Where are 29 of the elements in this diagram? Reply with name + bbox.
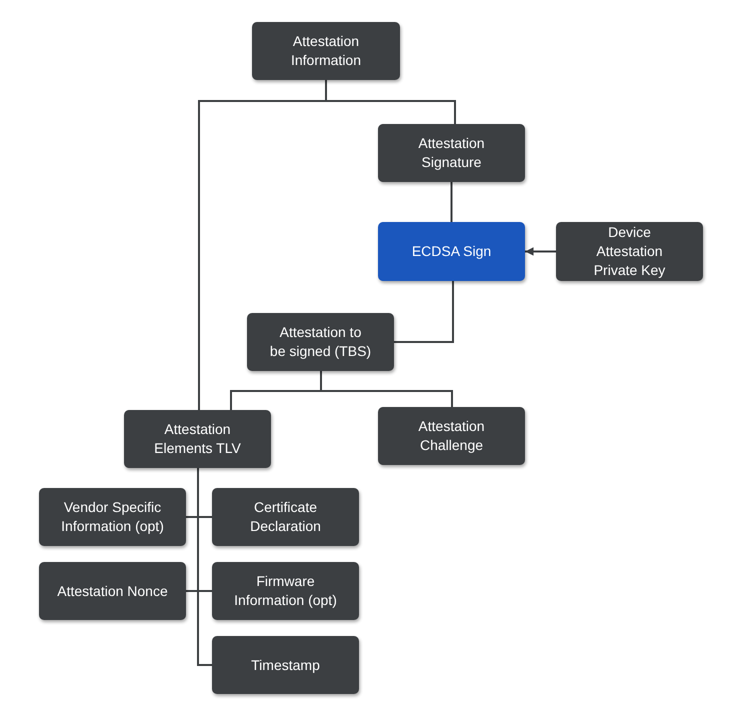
connector-line [320, 371, 453, 407]
connector-line [394, 281, 454, 343]
process-box [39, 488, 186, 546]
node-label: Attestation Challenge [417, 417, 486, 455]
node-label: Attestation Information [290, 32, 362, 70]
node-label: Timestamp [251, 656, 320, 674]
process-box [378, 407, 525, 465]
process-box [556, 222, 703, 281]
node-label: ECDSA Sign [412, 242, 492, 261]
node-label: Device Attestation Private Key [592, 223, 666, 280]
process-box [124, 410, 271, 468]
node-label: Attestation Elements TLV [153, 420, 242, 458]
node-label: Firmware Information (opt) [233, 572, 338, 610]
process-box [212, 562, 359, 620]
process-box [252, 22, 400, 80]
node-label: Vendor Specific Information (opt) [60, 498, 165, 536]
process-box [378, 124, 525, 182]
arrow [525, 247, 556, 256]
connector-line [197, 468, 212, 666]
process-box [212, 488, 359, 546]
node-label: Attestation to be signed (TBS) [268, 323, 372, 361]
node-label: Attestation Nonce [57, 582, 168, 600]
process-box [39, 562, 186, 620]
process-box [247, 313, 394, 371]
process-box [212, 636, 359, 694]
highlighted-process-box [378, 222, 525, 281]
connector-line [450, 182, 452, 222]
node-label: Certificate Declaration [249, 498, 322, 536]
node-label: Attestation Signature [417, 134, 486, 172]
